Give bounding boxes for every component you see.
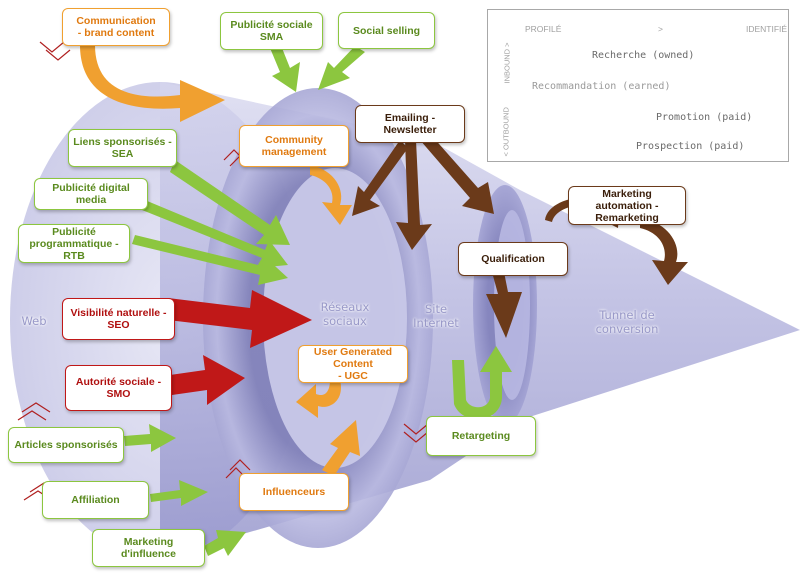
box-pub-digital: Publicité digital media bbox=[34, 178, 148, 210]
box-influenceurs: Influenceurs bbox=[239, 473, 349, 511]
arrow-emailing-3 bbox=[352, 140, 408, 216]
arrow-communication bbox=[80, 45, 225, 122]
legend-header-arrow: > bbox=[658, 24, 663, 34]
box-retargeting: Retargeting bbox=[426, 416, 536, 456]
box-pub-prog: Publicité programmatique - RTB bbox=[18, 224, 130, 263]
legend-label-prospection: Prospection (paid) bbox=[636, 141, 745, 152]
arrow-retargeting bbox=[452, 346, 512, 420]
arrow-marketing-influence bbox=[204, 530, 246, 556]
arrow-social-selling bbox=[318, 46, 365, 90]
arrow-affiliation bbox=[150, 480, 208, 506]
arrow-sma bbox=[270, 48, 300, 92]
arrow-qualification bbox=[486, 272, 522, 338]
legend-label-recommandation: Recommandation (earned) bbox=[532, 81, 671, 92]
legend-side-outbound: < OUTBOUND bbox=[501, 107, 511, 157]
legend-side-inbound: INBOUND > bbox=[502, 42, 512, 84]
box-affiliation: Affiliation bbox=[42, 481, 149, 519]
arrow-seo bbox=[168, 290, 312, 348]
box-articles: Articles sponsorisés bbox=[8, 427, 124, 463]
zone-social-label: Réseaux sociaux bbox=[320, 300, 370, 328]
arrow-emailing-2 bbox=[420, 136, 494, 214]
arrow-ugc bbox=[296, 380, 341, 418]
zone-web-label: Web bbox=[21, 314, 47, 328]
arrow-smo bbox=[170, 355, 245, 405]
box-marketing-influence: Marketing d'influence bbox=[92, 529, 205, 567]
arrows bbox=[80, 45, 688, 556]
arrow-sea bbox=[170, 160, 290, 245]
box-community: Community management bbox=[239, 125, 349, 167]
legend: PROFILÉ > IDENTIFIÉ INBOUND > < OUTBOUND… bbox=[487, 9, 789, 162]
arrow-articles bbox=[124, 424, 176, 452]
box-communication: Communication - brand content bbox=[62, 8, 170, 46]
box-liens: Liens sponsorisés - SEA bbox=[68, 129, 177, 167]
social-torus-hole bbox=[263, 168, 407, 468]
box-ugc: User Generated Content - UGC bbox=[298, 345, 408, 383]
box-pub-sociale: Publicité sociale SMA bbox=[220, 12, 323, 50]
arrow-emailing-1 bbox=[396, 140, 432, 250]
box-emailing: Emailing - Newsletter bbox=[355, 105, 465, 143]
legend-label-recherche: Recherche (owned) bbox=[592, 50, 695, 61]
arrow-influenceurs bbox=[322, 420, 360, 476]
arrow-community bbox=[310, 165, 352, 225]
box-qualification: Qualification bbox=[458, 242, 568, 276]
arrow-rtb bbox=[132, 235, 288, 285]
zone-tunnel-label: Tunnel de conversion bbox=[595, 308, 659, 336]
box-social-selling: Social selling bbox=[338, 12, 435, 49]
box-visibilite: Visibilité naturelle - SEO bbox=[62, 298, 175, 340]
legend-label-promotion: Promotion (paid) bbox=[656, 112, 753, 123]
box-autorite: Autorité sociale - SMO bbox=[65, 365, 172, 411]
legend-header-identified: IDENTIFIÉ bbox=[746, 24, 788, 34]
arrow-marketing-automation-2 bbox=[640, 218, 688, 285]
legend-header-profile: PROFILÉ bbox=[525, 24, 562, 34]
zone-site-label: Site Internet bbox=[413, 302, 459, 330]
arrow-digital-media bbox=[137, 198, 288, 268]
box-marketing-auto: Marketing automation - Remarketing bbox=[568, 186, 686, 225]
